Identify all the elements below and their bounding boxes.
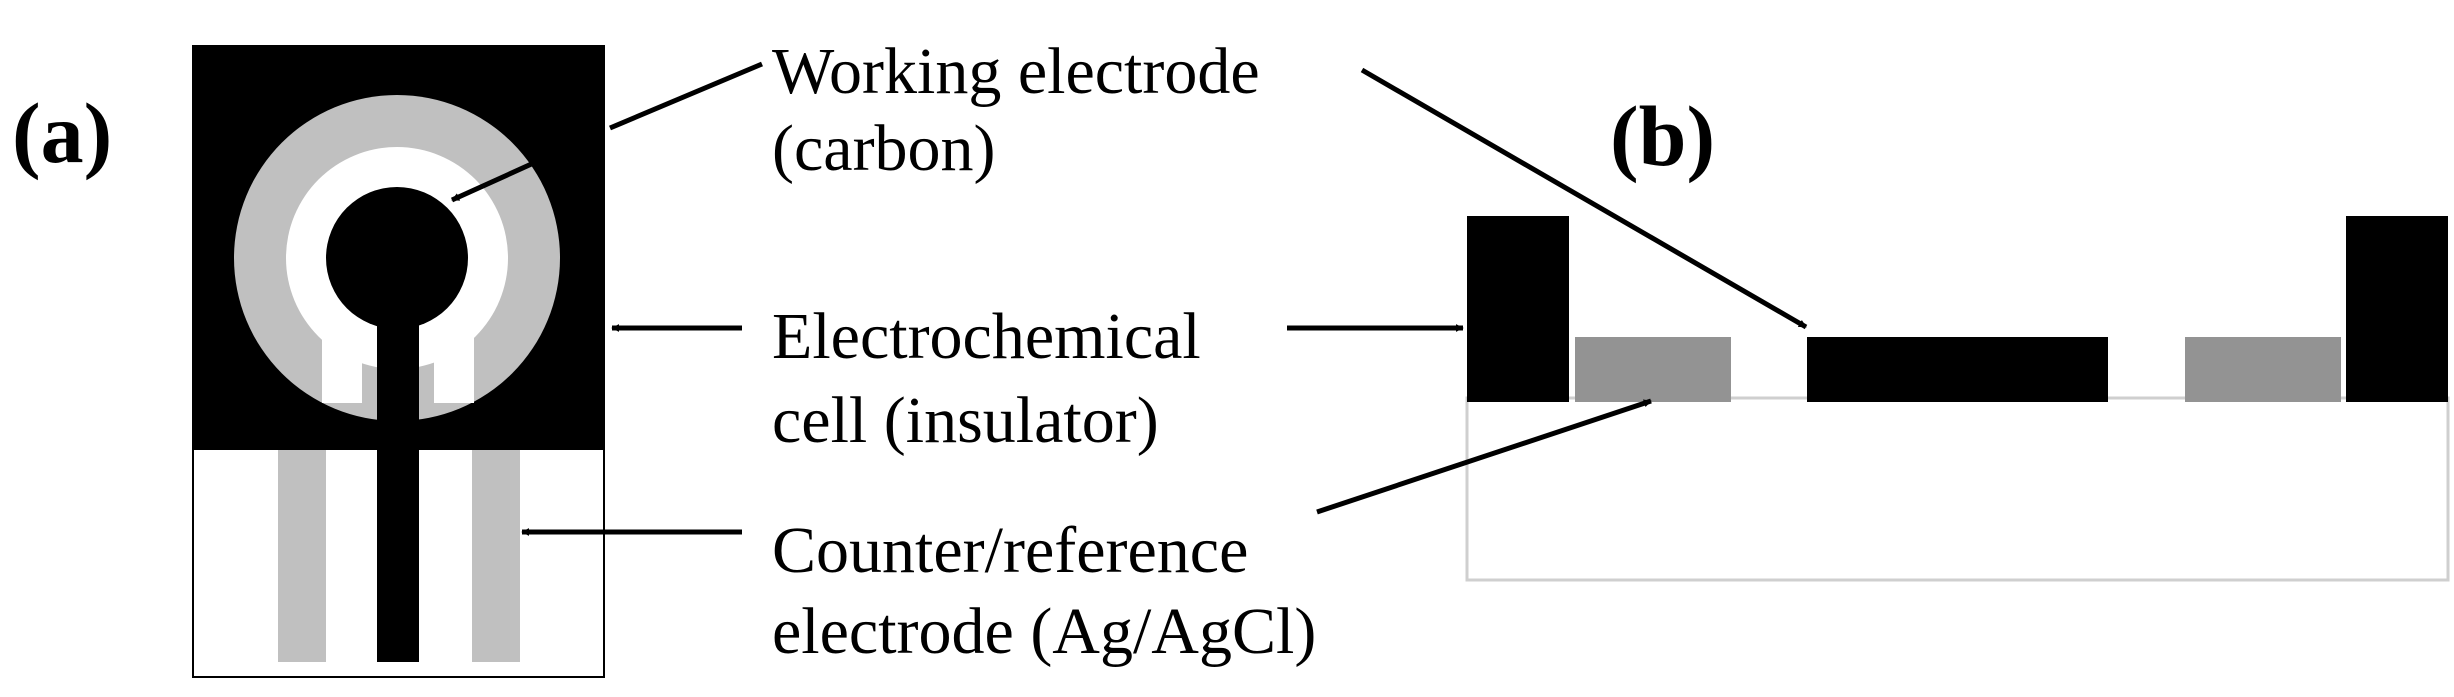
- arrow-working-to-disc: [450, 130, 602, 203]
- arrow-working-to-section: [1360, 67, 1808, 330]
- label-counter-line1: Counter/reference: [772, 514, 1248, 587]
- counter-electrode-section-left: [1575, 337, 1731, 402]
- leader-working-left: [609, 61, 763, 131]
- counter-lead-left: [278, 450, 326, 662]
- top-view: [192, 45, 605, 678]
- label-cell-line1: Electrochemical: [772, 300, 1201, 373]
- working-electrode-lead: [377, 300, 419, 662]
- insulator-section-left: [1467, 216, 1569, 402]
- label-counter-line2: electrode (Ag/AgCl): [772, 595, 1316, 668]
- label-working-line1: Working electrode: [772, 35, 1260, 108]
- panel-label-b: (b): [1610, 88, 1715, 184]
- panel-label-a: (a): [12, 85, 112, 181]
- working-electrode-section: [1807, 337, 2108, 402]
- label-working-line2: (carbon): [772, 112, 996, 185]
- cross-section-view: [1465, 216, 2450, 582]
- insulator-section-right: [2346, 216, 2448, 402]
- counter-lead-right: [472, 450, 520, 662]
- ring-opening-left: [322, 320, 362, 403]
- working-electrode-disc: [326, 187, 468, 329]
- counter-electrode-section-right: [2185, 337, 2341, 402]
- label-cell-line2: cell (insulator): [772, 384, 1159, 457]
- ring-opening-right: [434, 320, 474, 403]
- arrow-counter-to-section: [1316, 398, 1652, 515]
- callout-arrows: [450, 61, 1808, 536]
- substrate-section: [1465, 396, 2450, 582]
